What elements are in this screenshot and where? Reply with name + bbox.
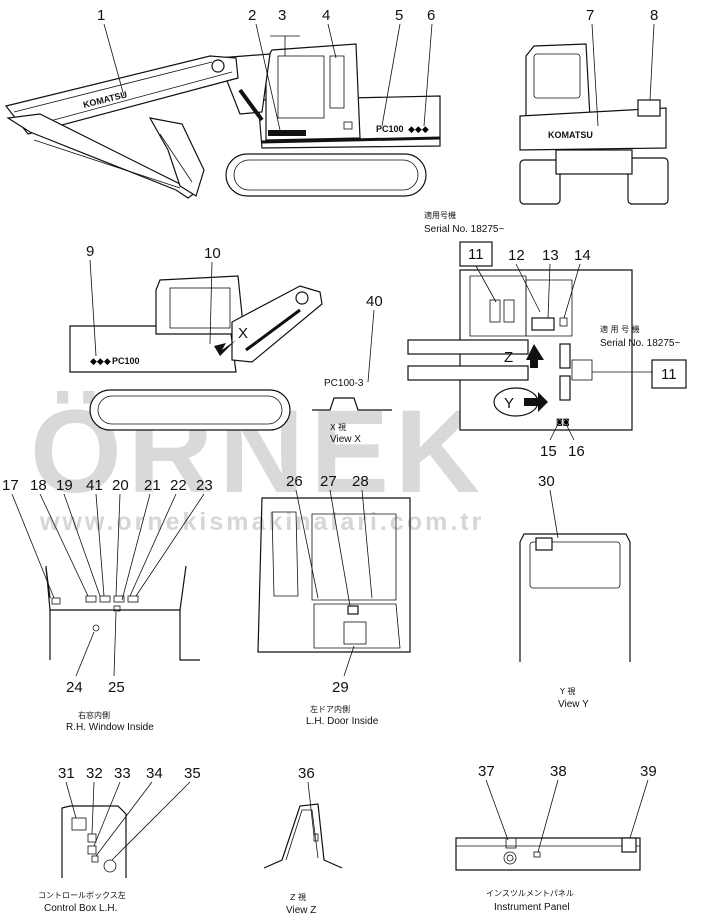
rear-brand-decal: KOMATSU bbox=[548, 130, 593, 140]
diamond-mark-icon: ◆◆◆ bbox=[90, 357, 111, 367]
serial-top-en: Serial No. 18275~ bbox=[424, 224, 504, 235]
serial-note-top: 適用号機 Serial No. 18275~ bbox=[424, 210, 504, 235]
callout-14: 14 bbox=[574, 247, 591, 264]
callout-13: 13 bbox=[542, 247, 559, 264]
callouts-top-right: 7 8 bbox=[586, 7, 658, 127]
view-z-arrow-icon bbox=[526, 344, 544, 368]
view-y-letter: Y bbox=[504, 395, 514, 412]
callout-16: 16 bbox=[568, 443, 585, 460]
callout-41: 41 bbox=[86, 477, 103, 494]
view-z-letter: Z bbox=[504, 349, 513, 366]
callout-5: 5 bbox=[395, 7, 403, 24]
callout-37: 37 bbox=[478, 763, 495, 780]
callout-3: 3 bbox=[278, 7, 286, 24]
excavator-rear-view: KOMATSU bbox=[519, 43, 669, 205]
callouts-control-box: 31 32 33 34 35 bbox=[58, 765, 201, 861]
view-z-detail: Z 視 View Z bbox=[263, 803, 343, 916]
instrument-caption-jp: インスツルメントパネル bbox=[486, 889, 574, 898]
callouts-top-left: 1 2 3 4 5 6 bbox=[97, 7, 435, 131]
excavator-left-view: ◆◆◆ PC100 X bbox=[69, 275, 323, 431]
instrument-caption-en: Instrument Panel bbox=[494, 902, 570, 913]
callout-28: 28 bbox=[352, 473, 369, 490]
callout-7: 7 bbox=[586, 7, 594, 24]
callout-36: 36 bbox=[298, 765, 315, 782]
view-x-caption-en: View X bbox=[330, 434, 361, 445]
serial-right-en: Serial No. 18275~ bbox=[600, 338, 680, 349]
view-x-arrow-icon bbox=[214, 340, 236, 356]
callout-24: 24 bbox=[66, 679, 83, 696]
view-y-caption-jp: Y 視 bbox=[559, 687, 575, 696]
callout-18: 18 bbox=[30, 477, 47, 494]
left-side-model-decal: PC100 bbox=[112, 356, 140, 366]
callout-29: 29 bbox=[332, 679, 349, 696]
rh-window-caption-en: R.H. Window Inside bbox=[66, 722, 154, 733]
callout-40: 40 bbox=[366, 293, 383, 310]
callout-12: 12 bbox=[508, 247, 525, 264]
view-y-caption-en: View Y bbox=[558, 699, 589, 710]
view-x-caption-jp: X 視 bbox=[330, 423, 346, 432]
view-y-arrow-icon bbox=[524, 392, 548, 412]
callout-22: 22 bbox=[170, 477, 187, 494]
diamond-mark-icon: ◆◆◆ bbox=[408, 125, 429, 135]
callouts-lh-door: 26 27 28 29 bbox=[286, 473, 373, 696]
instrument-panel-view: インスツルメントパネル Instrument Panel bbox=[455, 837, 641, 913]
callout-11-right: 11 bbox=[661, 366, 677, 383]
callouts-rh-window: 17 18 19 41 20 21 22 23 24 25 bbox=[2, 477, 213, 696]
view-z-caption-en: View Z bbox=[286, 905, 316, 916]
control-box-view: コントロールボックス左 Control Box L.H. bbox=[38, 805, 127, 914]
callout-26: 26 bbox=[286, 473, 303, 490]
control-box-caption-en: Control Box L.H. bbox=[44, 903, 117, 914]
callout-31: 31 bbox=[58, 765, 75, 782]
lh-door-caption-jp: 左ドア内側 bbox=[310, 704, 350, 714]
callout-23: 23 bbox=[196, 477, 213, 494]
control-box-caption-jp: コントロールボックス左 bbox=[38, 890, 126, 900]
callouts-instrument-panel: 37 38 39 bbox=[478, 763, 657, 853]
side-model-decal: PC100 bbox=[376, 124, 404, 134]
callout-20: 20 bbox=[112, 477, 129, 494]
callout-1: 1 bbox=[97, 7, 105, 24]
callout-30: 30 bbox=[538, 473, 555, 490]
callouts-view-y: 30 bbox=[538, 473, 559, 539]
callout-27: 27 bbox=[320, 473, 337, 490]
callout-8: 8 bbox=[650, 7, 658, 24]
callout-2: 2 bbox=[248, 7, 256, 24]
top-plan-view: Z Y ◙◙ bbox=[407, 269, 633, 431]
callout-19: 19 bbox=[56, 477, 73, 494]
serial-right-jp: 適 用 号 機 bbox=[600, 324, 640, 334]
callout-34: 34 bbox=[146, 765, 163, 782]
callout-39: 39 bbox=[640, 763, 657, 780]
callout-4: 4 bbox=[322, 7, 330, 24]
watermark-url: www.ornekismakinalari.com.tr bbox=[39, 508, 484, 536]
model-mark-decal: PC100-3 bbox=[324, 378, 364, 389]
view-y-detail: Y 視 View Y bbox=[519, 533, 631, 710]
callouts-view-z: 36 bbox=[298, 765, 315, 837]
callouts-mid-left: 9 10 bbox=[86, 243, 221, 357]
callout-25: 25 bbox=[108, 679, 125, 696]
rh-window-inside-view: 右窓内側 R.H. Window Inside bbox=[45, 565, 200, 733]
svg-text:◙◙: ◙◙ bbox=[556, 418, 570, 426]
callout-35: 35 bbox=[184, 765, 201, 782]
callouts-mid-right: 11 12 13 14 適 用 号 機 Serial No. 18275~ 11… bbox=[459, 241, 687, 460]
view-x-letter: X bbox=[238, 325, 248, 342]
view-z-caption-jp: Z 視 bbox=[290, 893, 306, 902]
view-x-detail: 40 PC100-3 X 視 View X bbox=[312, 293, 392, 445]
callout-38: 38 bbox=[550, 763, 567, 780]
callout-17: 17 bbox=[2, 477, 19, 494]
callout-33: 33 bbox=[114, 765, 131, 782]
callout-9: 9 bbox=[86, 243, 94, 260]
callout-32: 32 bbox=[86, 765, 103, 782]
callout-21: 21 bbox=[144, 477, 161, 494]
callout-11-top: 11 bbox=[468, 246, 484, 263]
callout-15: 15 bbox=[540, 443, 557, 460]
lh-door-inside-view: 左ドア内側 L.H. Door Inside bbox=[257, 497, 411, 727]
serial-top-jp: 適用号機 bbox=[424, 210, 456, 220]
callout-10: 10 bbox=[204, 245, 221, 262]
rh-window-caption-jp: 右窓内側 bbox=[78, 710, 110, 720]
lh-door-caption-en: L.H. Door Inside bbox=[306, 716, 379, 727]
callout-6: 6 bbox=[427, 7, 435, 24]
excavator-side-view: KOMATSU PC100 ◆◆◆ bbox=[4, 43, 441, 199]
